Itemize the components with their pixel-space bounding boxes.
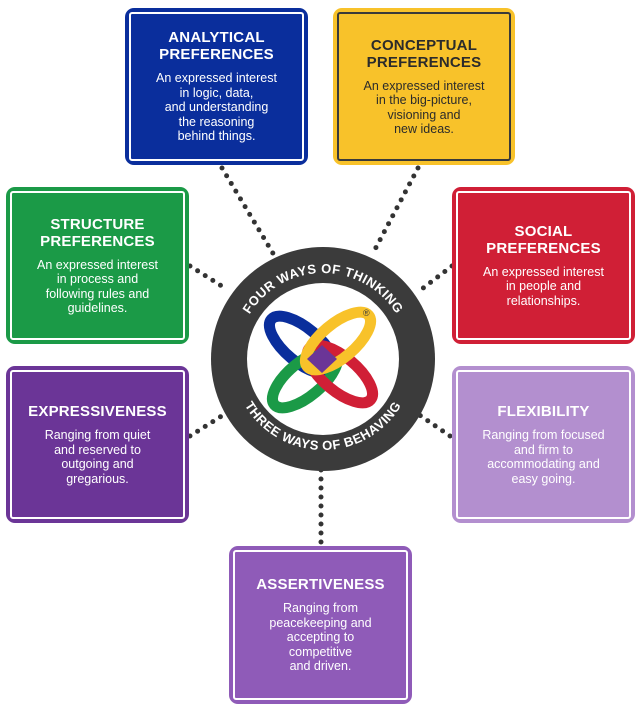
expressiveness-card-inner: EXPRESSIVENESS Ranging from quiet and re…: [10, 370, 185, 519]
assertiveness-description: Ranging from peacekeeping and accepting …: [269, 601, 372, 674]
expressiveness-description: Ranging from quiet and reserved to outgo…: [44, 428, 151, 486]
flexibility-card-inner: FLEXIBILITY Ranging from focused and fir…: [456, 370, 631, 519]
connector-analytical: [219, 165, 277, 258]
flexibility-card: FLEXIBILITY Ranging from focused and fir…: [452, 366, 635, 523]
connector-flexibility: [415, 411, 453, 439]
social-description: An expressed interest in people and rela…: [483, 264, 604, 308]
assertiveness-card: ASSERTIVENESS Ranging from peacekeeping …: [229, 546, 412, 704]
registered-mark: ®: [363, 308, 370, 318]
structure-title: STRUCTURE PREFERENCES: [40, 215, 155, 250]
connector-conceptual: [369, 165, 421, 258]
assertiveness-card-inner: ASSERTIVENESS Ranging from peacekeeping …: [233, 550, 408, 700]
logo-yellow-ring-icon: [299, 306, 377, 376]
analytical-description: An expressed interest in logic, data, an…: [156, 71, 277, 144]
structure-card: STRUCTURE PREFERENCES An expressed inter…: [6, 187, 189, 344]
analytical-card: ANALYTICAL PREFERENCES An expressed inte…: [125, 8, 308, 165]
structure-description: An expressed interest in process and fol…: [37, 257, 158, 316]
flexibility-description: Ranging from focused and firm to accommo…: [482, 428, 605, 486]
emergenetics-logo-icon: [263, 306, 379, 414]
connector-expressiveness: [187, 409, 231, 439]
logo-purple-diamond-icon: [307, 345, 337, 373]
connector-social: [415, 263, 455, 295]
assertiveness-title: ASSERTIVENESS: [256, 576, 385, 594]
social-title: SOCIAL PREFERENCES: [486, 222, 601, 257]
expressiveness-title: EXPRESSIVENESS: [28, 403, 167, 420]
analytical-title: ANALYTICAL PREFERENCES: [159, 29, 274, 64]
conceptual-card: CONCEPTUAL PREFERENCES An expressed inte…: [333, 8, 515, 165]
conceptual-card-inner: CONCEPTUAL PREFERENCES An expressed inte…: [337, 12, 511, 161]
flexibility-title: FLEXIBILITY: [497, 403, 590, 420]
expressiveness-card: EXPRESSIVENESS Ranging from quiet and re…: [6, 366, 189, 523]
social-card-inner: SOCIAL PREFERENCES An expressed interest…: [456, 191, 631, 340]
conceptual-description: An expressed interest in the big-picture…: [363, 78, 485, 137]
structure-card-inner: STRUCTURE PREFERENCES An expressed inter…: [10, 191, 185, 340]
social-card: SOCIAL PREFERENCES An expressed interest…: [452, 187, 635, 344]
conceptual-title: CONCEPTUAL PREFERENCES: [366, 36, 482, 71]
center-hub: FOUR WAYS OF THINKING THREE WAYS OF BEHA…: [211, 247, 435, 471]
analytical-card-inner: ANALYTICAL PREFERENCES An expressed inte…: [129, 12, 304, 161]
connector-structure: [187, 263, 231, 293]
